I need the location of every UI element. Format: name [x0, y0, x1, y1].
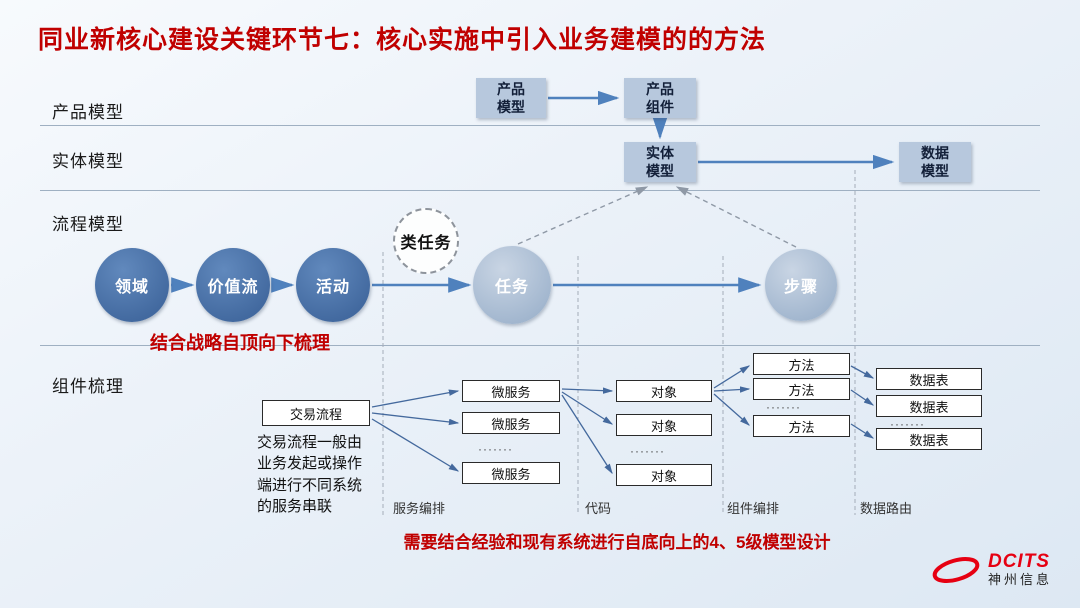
object-box-1: 对象: [616, 380, 712, 402]
circle-task-class: 类任务: [393, 208, 459, 274]
microservice-box-3: 微服务: [462, 462, 560, 484]
object-box-3: 对象: [616, 464, 712, 486]
microservice-box-2: 微服务: [462, 412, 560, 434]
node-product-component: 产品 组件: [624, 78, 696, 118]
column-label-code: 代码: [585, 501, 612, 516]
lane-divider: [40, 345, 1040, 346]
logo-brand: DCITS: [987, 551, 1050, 573]
circle-task: 任务: [473, 246, 551, 324]
circle-activity: 活动: [296, 248, 370, 322]
column-label-data-routing: 数据路由: [860, 501, 913, 516]
ellipsis-dots: ·······: [630, 444, 665, 458]
logo-company: 神州信息: [987, 572, 1052, 588]
page-title: 同业新核心建设关键环节七：核心实施中引入业务建模的的方法: [38, 26, 767, 54]
logo: DCITS 神州信息: [930, 552, 1052, 588]
lane-label-process: 流程模型: [52, 215, 124, 234]
ellipsis-dots: ·······: [890, 417, 925, 431]
microservice-box-1: 微服务: [462, 380, 560, 402]
node-data-model: 数据 模型: [899, 142, 971, 182]
circle-domain: 领域: [95, 248, 169, 322]
box-transaction-flow: 交易流程: [262, 400, 370, 426]
flow-description: 交易流程一般由 业务发起或操作 端进行不同系统 的服务串联: [257, 434, 363, 515]
lane-label-entity: 实体模型: [52, 152, 124, 171]
note-top-down: 结合战略自顶向下梳理: [150, 333, 330, 353]
ellipsis-dots: ·······: [478, 442, 513, 456]
column-label-component-orchestration: 组件编排: [727, 501, 780, 516]
method-box-1: 方法: [753, 353, 850, 375]
table-box-2: 数据表: [876, 395, 982, 417]
table-box-1: 数据表: [876, 368, 982, 390]
method-box-3: 方法: [753, 415, 850, 437]
node-entity-model: 实体 模型: [624, 142, 696, 182]
note-bottom-up: 需要结合经验和现有系统进行自底向上的4、5级模型设计: [403, 533, 831, 552]
column-label-service-orchestration: 服务编排: [393, 501, 446, 516]
lane-divider: [40, 190, 1040, 191]
method-box-2: 方法: [753, 378, 850, 400]
logo-swoosh-icon: [932, 557, 980, 583]
circle-step: 步骤: [765, 249, 837, 321]
object-box-2: 对象: [616, 414, 712, 436]
logo-text: DCITS 神州信息: [987, 551, 1052, 588]
node-product-model: 产品 模型: [476, 78, 546, 118]
lane-label-product: 产品模型: [52, 103, 124, 122]
table-box-3: 数据表: [876, 428, 982, 450]
lane-label-component: 组件梳理: [52, 377, 124, 396]
circle-value-stream: 价值流: [196, 248, 270, 322]
lane-divider: [40, 125, 1040, 126]
ellipsis-dots: ·······: [766, 400, 801, 414]
